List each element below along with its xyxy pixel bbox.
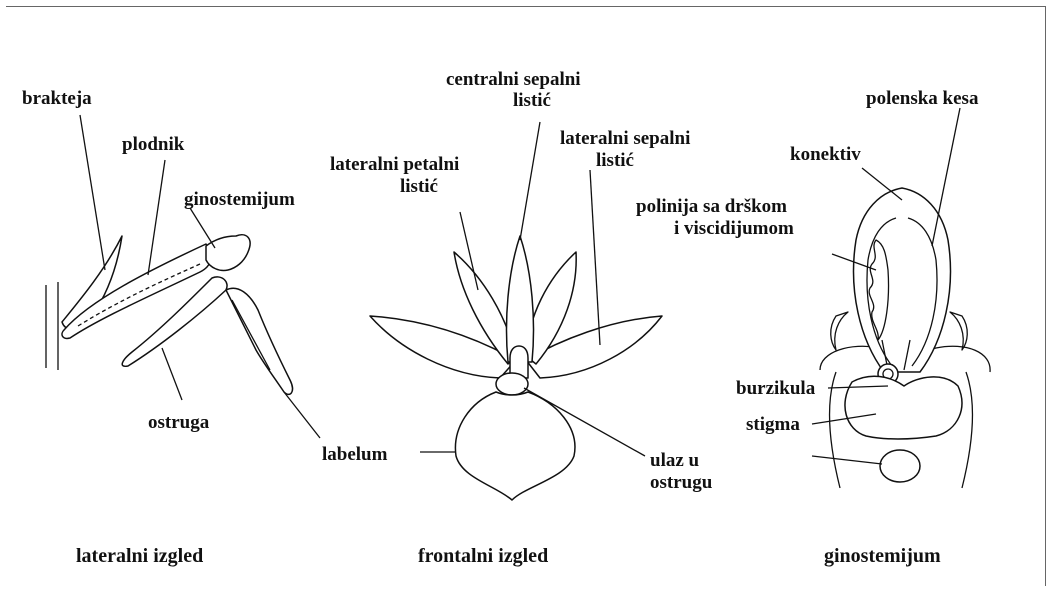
leader-brakteja — [80, 115, 105, 270]
label-plodnik: plodnik — [122, 134, 185, 155]
label-lateral-sepal-line2: listić — [596, 150, 634, 171]
label-lateral-sepal-line1: lateralni sepalni — [560, 128, 690, 149]
column-right-edge — [962, 372, 972, 488]
anther-shape — [854, 188, 951, 372]
caption-frontal: frontalni izgled — [418, 545, 548, 567]
leader-central-sepal — [520, 122, 540, 240]
rostellum-shape — [880, 450, 920, 482]
label-burzikula: burzikula — [736, 378, 816, 399]
spur-entrance-shape — [496, 373, 528, 395]
right-side-lobe — [950, 312, 967, 350]
label-konektiv: konektiv — [790, 144, 861, 165]
label-lateral-petal-line2: listić — [400, 176, 438, 197]
label-polinija-line1: polinija sa drškom — [636, 196, 787, 217]
label-central-sepal-line2: listić — [513, 90, 551, 111]
column-head-shape — [206, 235, 250, 271]
stigma-shape — [845, 376, 962, 439]
label-ostruga: ostruga — [148, 412, 210, 433]
labellum-lateral-shape — [226, 288, 292, 394]
caption-lateral: lateralni izgled — [76, 545, 203, 567]
label-ginostemijum: ginostemijum — [184, 189, 295, 210]
leader-ginostemijum — [190, 208, 215, 248]
label-spur-entrance-line1: ulaz u — [650, 450, 700, 471]
labellum-front-shape — [455, 392, 574, 500]
label-stigma: stigma — [746, 414, 800, 435]
leader-spur-entrance-gyno — [812, 456, 882, 464]
leader-pollen-sac — [932, 108, 960, 246]
leader-konektiv — [862, 168, 902, 200]
column-left-edge — [830, 372, 840, 488]
label-spur-entrance-line2: ostrugu — [650, 472, 713, 493]
ovary-shape — [62, 244, 211, 338]
lateral-view-drawing — [46, 115, 320, 438]
leader-lateral-sepal — [590, 170, 600, 345]
label-polinija-line2: i viscidijumom — [674, 218, 794, 239]
leader-labelum — [284, 392, 320, 438]
caption-gynostemium: ginostemijum — [824, 545, 941, 567]
label-lateral-petal-line1: lateralni petalni — [330, 154, 459, 175]
label-pollen-sac: polenska kesa — [866, 88, 979, 109]
leader-plodnik — [148, 160, 165, 275]
gynostemium-drawing — [812, 108, 990, 488]
left-side-lobe — [831, 312, 848, 350]
label-central-sepal-line1: centralni sepalni — [446, 69, 581, 90]
leader-ostruga — [162, 348, 182, 400]
central-sepal-shape — [507, 236, 534, 362]
label-labelum: labelum — [322, 444, 388, 465]
label-brakteja: brakteja — [22, 88, 92, 109]
